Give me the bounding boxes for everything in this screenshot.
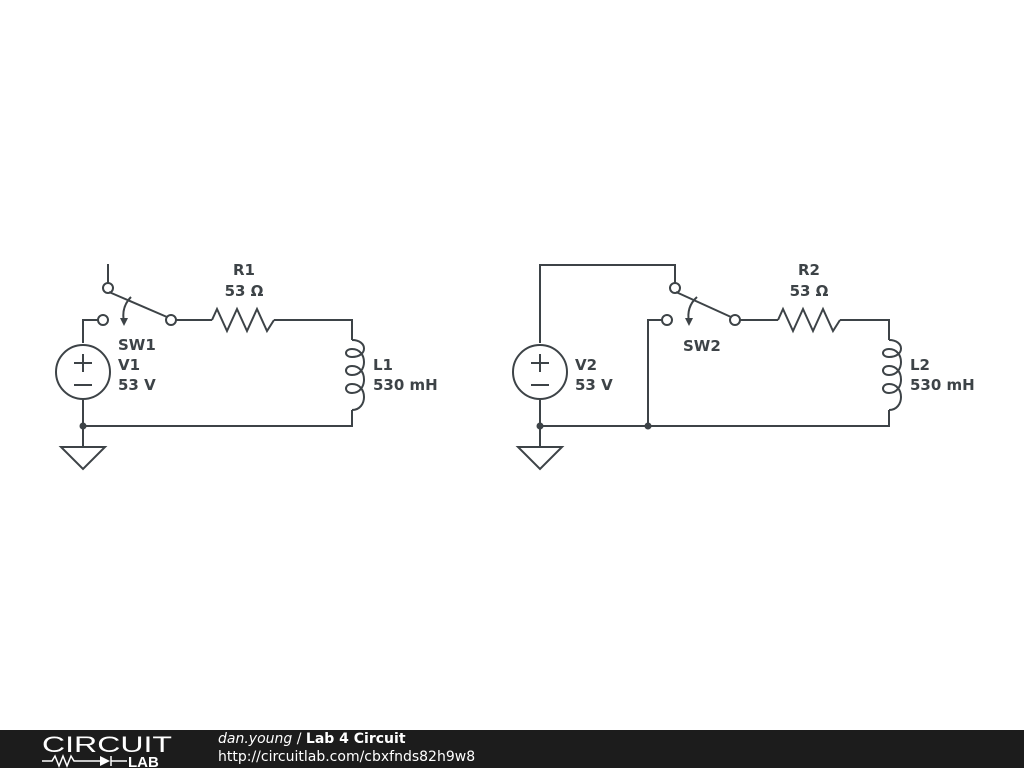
circuit-2: R2 53 Ω SW2 V2 53 V L2 530 mH — [512, 261, 975, 471]
circuit-title-link[interactable]: Lab 4 Circuit — [305, 731, 406, 747]
ground-symbol — [515, 446, 565, 471]
r2-value-label: 53 Ω — [790, 282, 829, 300]
r1-value-label: 53 Ω — [225, 282, 264, 300]
inductor-l2[interactable] — [882, 339, 902, 411]
circuit-1: R1 53 Ω SW1 V1 53 V L1 530 mH — [55, 261, 438, 471]
v2-value-label: 53 V — [575, 376, 613, 394]
r2-name-label: R2 — [798, 261, 820, 279]
schematic-canvas: R1 53 Ω SW1 V1 53 V L1 530 mH — [55, 261, 975, 471]
resistor-r1[interactable] — [211, 306, 275, 334]
inductor-l1[interactable] — [345, 339, 365, 411]
circuitlab-logo[interactable]: CIRCUIT LAB — [42, 732, 176, 768]
meta-line: dan.young / Lab 4 Circuit — [218, 730, 475, 748]
junction-node — [644, 422, 652, 430]
switch-sw1[interactable] — [97, 282, 177, 326]
v1-name-label: V1 — [118, 356, 140, 374]
sw1-name-label: SW1 — [118, 336, 156, 354]
sw2-name-label: SW2 — [683, 337, 721, 355]
junction-node — [79, 422, 87, 430]
v1-value-label: 53 V — [118, 376, 156, 394]
v2-name-label: V2 — [575, 356, 597, 374]
junction-node — [536, 422, 544, 430]
l1-value-label: 530 mH — [373, 376, 438, 394]
voltage-source-v2[interactable] — [512, 344, 568, 400]
l2-name-label: L2 — [910, 356, 930, 374]
ground-symbol — [58, 446, 108, 471]
voltage-source-v1[interactable] — [55, 344, 111, 400]
circuit-2-wires — [539, 264, 890, 446]
logo-resistor-diode-icon — [42, 753, 127, 768]
circuit-1-wires — [82, 264, 353, 446]
l2-value-label: 530 mH — [910, 376, 975, 394]
author-link[interactable]: dan.young — [218, 731, 293, 747]
switch-sw2[interactable] — [661, 282, 741, 326]
circuit-url-link[interactable]: http://circuitlab.com/cbxfnds82h9w8 — [218, 749, 476, 765]
meta-separator: / — [292, 731, 306, 747]
l1-name-label: L1 — [373, 356, 393, 374]
logo-circuit-text: CIRCUIT — [42, 732, 172, 757]
r1-name-label: R1 — [233, 261, 255, 279]
resistor-r2[interactable] — [777, 306, 841, 334]
circuit-meta: dan.young / Lab 4 Circuit http://circuit… — [218, 730, 475, 766]
footer-bar: CIRCUIT LAB dan.young / Lab 4 Circuit ht… — [0, 730, 1024, 768]
logo-lab-text: LAB — [128, 754, 159, 768]
